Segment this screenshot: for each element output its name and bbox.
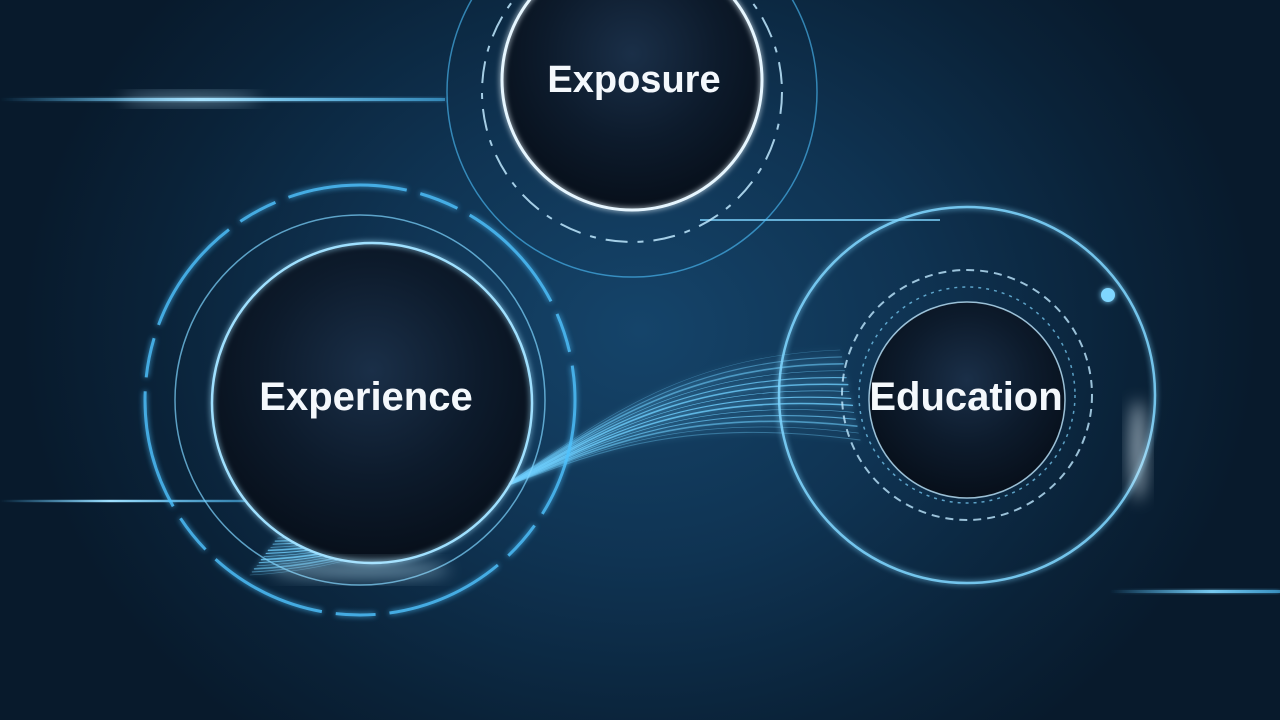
orb-rim (868, 301, 1066, 499)
node-label-exposure: Exposure (547, 59, 720, 101)
outer-ring (143, 183, 577, 617)
node-education: Education (777, 205, 1157, 585)
light-beam-bottom-right (1110, 590, 1280, 593)
middle-ring (174, 214, 546, 586)
rim-highlight (1130, 400, 1146, 500)
light-beams (0, 94, 1280, 593)
accent-dot (1101, 288, 1115, 302)
orb (502, 0, 762, 210)
orb-rim (500, 0, 764, 212)
node-label-experience: Experience (259, 375, 472, 419)
outer-ring (777, 205, 1157, 585)
orb (212, 243, 532, 563)
dashed-ring (841, 269, 1093, 521)
rim-highlight (270, 562, 450, 578)
beam-flare (120, 94, 260, 104)
inner-dashed-ring (858, 286, 1076, 504)
connector-line (700, 219, 940, 221)
outer-ring (446, 0, 818, 278)
dashed-ring (481, 0, 783, 243)
orb (869, 302, 1065, 498)
node-label-education: Education (869, 375, 1062, 419)
light-beam-mid-left (0, 500, 245, 502)
node-experience: Experience (143, 183, 577, 617)
node-exposure: Exposure (446, 0, 818, 278)
